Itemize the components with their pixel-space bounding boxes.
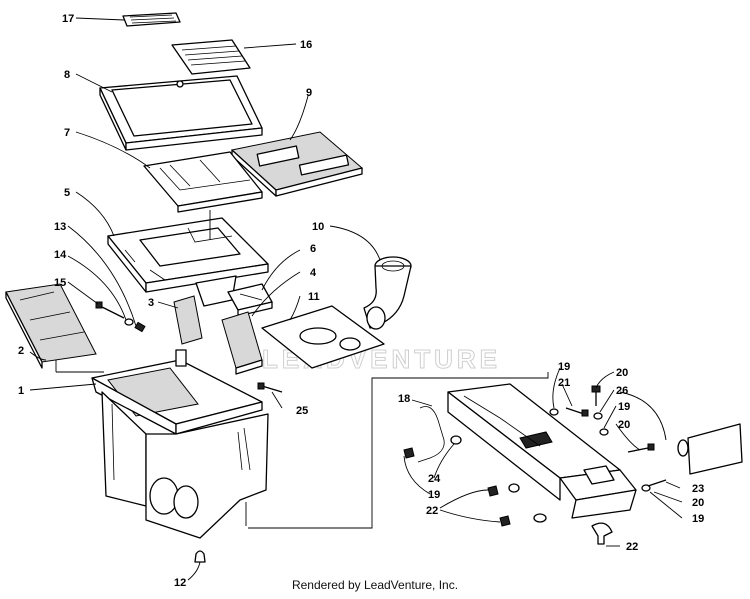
callout-2: 2 (18, 345, 24, 357)
part-22-nut[interactable] (487, 483, 547, 527)
part-14-washer[interactable] (124, 318, 134, 326)
part-17-label-plate[interactable] (122, 12, 181, 27)
callout-8: 8 (64, 69, 70, 81)
part-10-elbow-duct[interactable] (363, 256, 412, 330)
callout-22-b: 22 (626, 541, 638, 553)
callout-17: 17 (62, 13, 74, 25)
callout-18: 18 (398, 393, 410, 405)
part-23-bolt[interactable] (647, 479, 667, 487)
part-2-filter[interactable] (5, 283, 97, 369)
part-20-bolt[interactable] (591, 385, 601, 406)
part-7-tray[interactable] (143, 151, 263, 213)
callout-6: 6 (310, 243, 316, 255)
part-4-foam-block[interactable] (221, 311, 263, 375)
callout-16: 16 (300, 39, 312, 51)
part-21-bolt[interactable] (565, 407, 589, 417)
callouts: 17 16 8 9 7 5 10 13 6 14 4 15 3 11 2 1 2… (18, 13, 704, 589)
callout-3: 3 (148, 297, 154, 309)
part-8-lid-frame[interactable] (99, 75, 263, 151)
part-3-foam-block[interactable] (173, 295, 203, 345)
callout-9: 9 (306, 87, 312, 99)
callout-5: 5 (64, 187, 70, 199)
part-intake-duct[interactable] (447, 383, 637, 519)
callout-25: 25 (296, 405, 308, 417)
callout-4: 4 (310, 267, 317, 279)
part-1-air-box[interactable] (91, 349, 269, 539)
part-22-thumb-nut[interactable] (591, 522, 613, 545)
callout-23: 23 (692, 483, 704, 495)
callout-26: 26 (616, 385, 628, 397)
part-12-drain-plug[interactable] (194, 550, 206, 563)
footer-credit: Rendered by LeadVenture, Inc. (291, 578, 459, 592)
callout-14: 14 (54, 249, 67, 261)
part-19-washer[interactable] (450, 408, 651, 492)
callout-20-a: 20 (616, 367, 628, 379)
part-9-foam-pad[interactable] (230, 131, 364, 197)
callout-10: 10 (312, 221, 324, 233)
part-26-washer[interactable] (593, 412, 603, 420)
callout-13: 13 (54, 221, 66, 233)
callout-19-a: 19 (558, 361, 570, 373)
part-11-gasket-plate[interactable] (261, 305, 385, 369)
callout-19-b: 19 (618, 401, 630, 413)
leader-lines (29, 17, 683, 581)
part-25-bolt[interactable] (257, 382, 283, 393)
part-20-bolt-b[interactable] (627, 443, 655, 453)
callout-19-c: 19 (428, 489, 440, 501)
part-18-spring[interactable] (417, 406, 445, 463)
callout-21: 21 (558, 377, 570, 389)
callout-20-b: 20 (618, 419, 630, 431)
callout-20-c: 20 (692, 497, 704, 509)
part-15-screw[interactable] (95, 301, 125, 319)
callout-7: 7 (64, 127, 70, 139)
callout-12: 12 (174, 577, 186, 589)
part-23-foam-filter[interactable] (677, 423, 743, 475)
part-5-upper-housing[interactable] (107, 217, 269, 307)
callout-22-a: 22 (426, 505, 438, 517)
part-16-grille-plate[interactable] (171, 39, 251, 75)
part-13-grommet[interactable] (134, 321, 146, 333)
callout-19-d: 19 (692, 513, 704, 525)
callout-24: 24 (428, 473, 441, 485)
callout-11: 11 (308, 291, 320, 303)
part-24-nut[interactable] (403, 447, 415, 459)
callout-1: 1 (18, 385, 24, 397)
callout-15: 15 (54, 277, 66, 289)
